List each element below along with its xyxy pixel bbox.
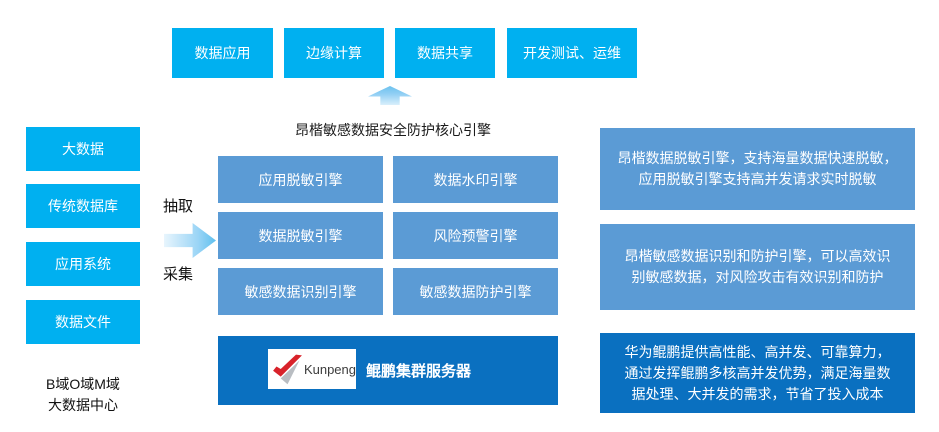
top-app-box-data-application: 数据应用 — [172, 28, 273, 78]
kunpeng-server-box: Kunpeng 鲲鹏集群服务器 — [218, 336, 558, 405]
top-app-box-dev-test-ops: 开发测试、运维 — [507, 28, 637, 78]
core-engine-title: 昂楷敏感数据安全防护核心引擎 — [295, 122, 491, 138]
kunpeng-swoosh-icon — [273, 354, 302, 385]
engine-box-app-masking: 应用脱敏引擎 — [218, 156, 383, 203]
datacenter-caption-line2: 大数据中心 — [48, 397, 118, 413]
note-identify-protect-engine: 昂楷敏感数据识别和防护引擎，可以高效识 别敏感数据，对风险攻击有效识别和防护 — [600, 224, 915, 310]
engine-box-data-masking: 数据脱敏引擎 — [218, 212, 383, 259]
note-line: 通过发挥鲲鹏多核高并发优势，满足海量数 — [624, 364, 891, 381]
flow-label-extract: 抽取 — [163, 198, 194, 215]
up-arrow-icon — [368, 86, 412, 105]
note-masking-engine: 昂楷数据脱敏引擎，支持海量数据快速脱敏， 应用脱敏引擎支持高并发请求实时脱敏 — [600, 128, 915, 210]
engine-box-sensitive-data-protect: 敏感数据防护引擎 — [393, 268, 558, 315]
engine-box-sensitive-data-identify: 敏感数据识别引擎 — [218, 268, 383, 315]
source-box-data-file: 数据文件 — [26, 300, 140, 344]
engine-box-data-watermark: 数据水印引擎 — [393, 156, 558, 203]
top-app-box-data-sharing: 数据共享 — [395, 28, 495, 78]
note-line: 应用脱敏引擎支持高并发请求实时脱敏 — [638, 171, 877, 187]
note-line: 华为鲲鹏提供高性能、高并发、可靠算力， — [624, 343, 891, 360]
note-line: 据处理、大并发的需求，节省了投入成本 — [631, 385, 884, 402]
kunpeng-logo-text: Kunpeng — [303, 361, 356, 377]
note-line: 昂楷数据脱敏引擎，支持海量数据快速脱敏， — [617, 150, 898, 166]
note-line: 别敏感数据，对风险攻击有效识别和防护 — [631, 269, 884, 285]
kunpeng-server-label: 鲲鹏集群服务器 — [366, 363, 472, 380]
engine-box-risk-warning: 风险预警引擎 — [393, 212, 558, 259]
datacenter-caption-line1: B域O域M域 — [46, 376, 120, 392]
flow-label-collect: 采集 — [163, 266, 194, 283]
note-line: 昂楷敏感数据识别和防护引擎，可以高效识 — [624, 248, 891, 264]
source-box-application-system: 应用系统 — [26, 242, 140, 286]
note-huawei-kunpeng: 华为鲲鹏提供高性能、高并发、可靠算力， 通过发挥鲲鹏多核高并发优势，满足海量数 … — [600, 333, 915, 413]
top-app-box-edge-computing: 边缘计算 — [284, 28, 384, 78]
datacenter-caption: B域O域M域 大数据中心 — [20, 374, 146, 416]
source-box-traditional-database: 传统数据库 — [26, 184, 140, 228]
source-box-big-data: 大数据 — [26, 127, 140, 171]
right-arrow-icon — [164, 223, 216, 258]
kunpeng-logo: Kunpeng — [268, 349, 356, 389]
